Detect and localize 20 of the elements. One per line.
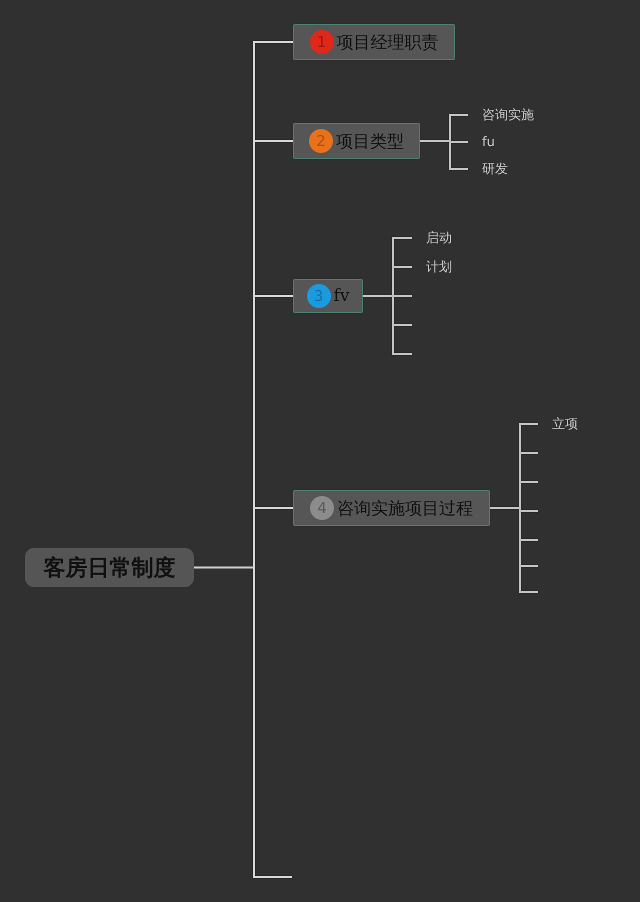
branch-label: fu bbox=[468, 132, 528, 152]
number-badge: 1 bbox=[310, 30, 334, 54]
topic-label: 咨询实施项目过程 bbox=[337, 498, 473, 520]
branch-label: 研发 bbox=[468, 159, 528, 179]
branch-label: 立项 bbox=[538, 414, 598, 434]
topic-label: 项目经理职责 bbox=[336, 32, 438, 54]
branch-label: 计划 bbox=[412, 257, 472, 277]
branch-label: 咨询实施 bbox=[468, 105, 558, 125]
topic-box bbox=[293, 490, 490, 526]
topic-box bbox=[293, 123, 420, 159]
number-badge: 3 bbox=[306, 284, 331, 308]
topic-box bbox=[293, 279, 363, 313]
connector-line bbox=[363, 295, 412, 355]
topic-label: 项目类型 bbox=[336, 130, 404, 152]
topic-box bbox=[293, 24, 455, 60]
branch-label: 启动 bbox=[412, 228, 472, 248]
topic-label: fv bbox=[334, 286, 350, 306]
number-badge: 2 bbox=[309, 129, 333, 153]
connector-line bbox=[194, 566, 292, 878]
root-topic-box: 客房日常制度 bbox=[25, 548, 194, 587]
